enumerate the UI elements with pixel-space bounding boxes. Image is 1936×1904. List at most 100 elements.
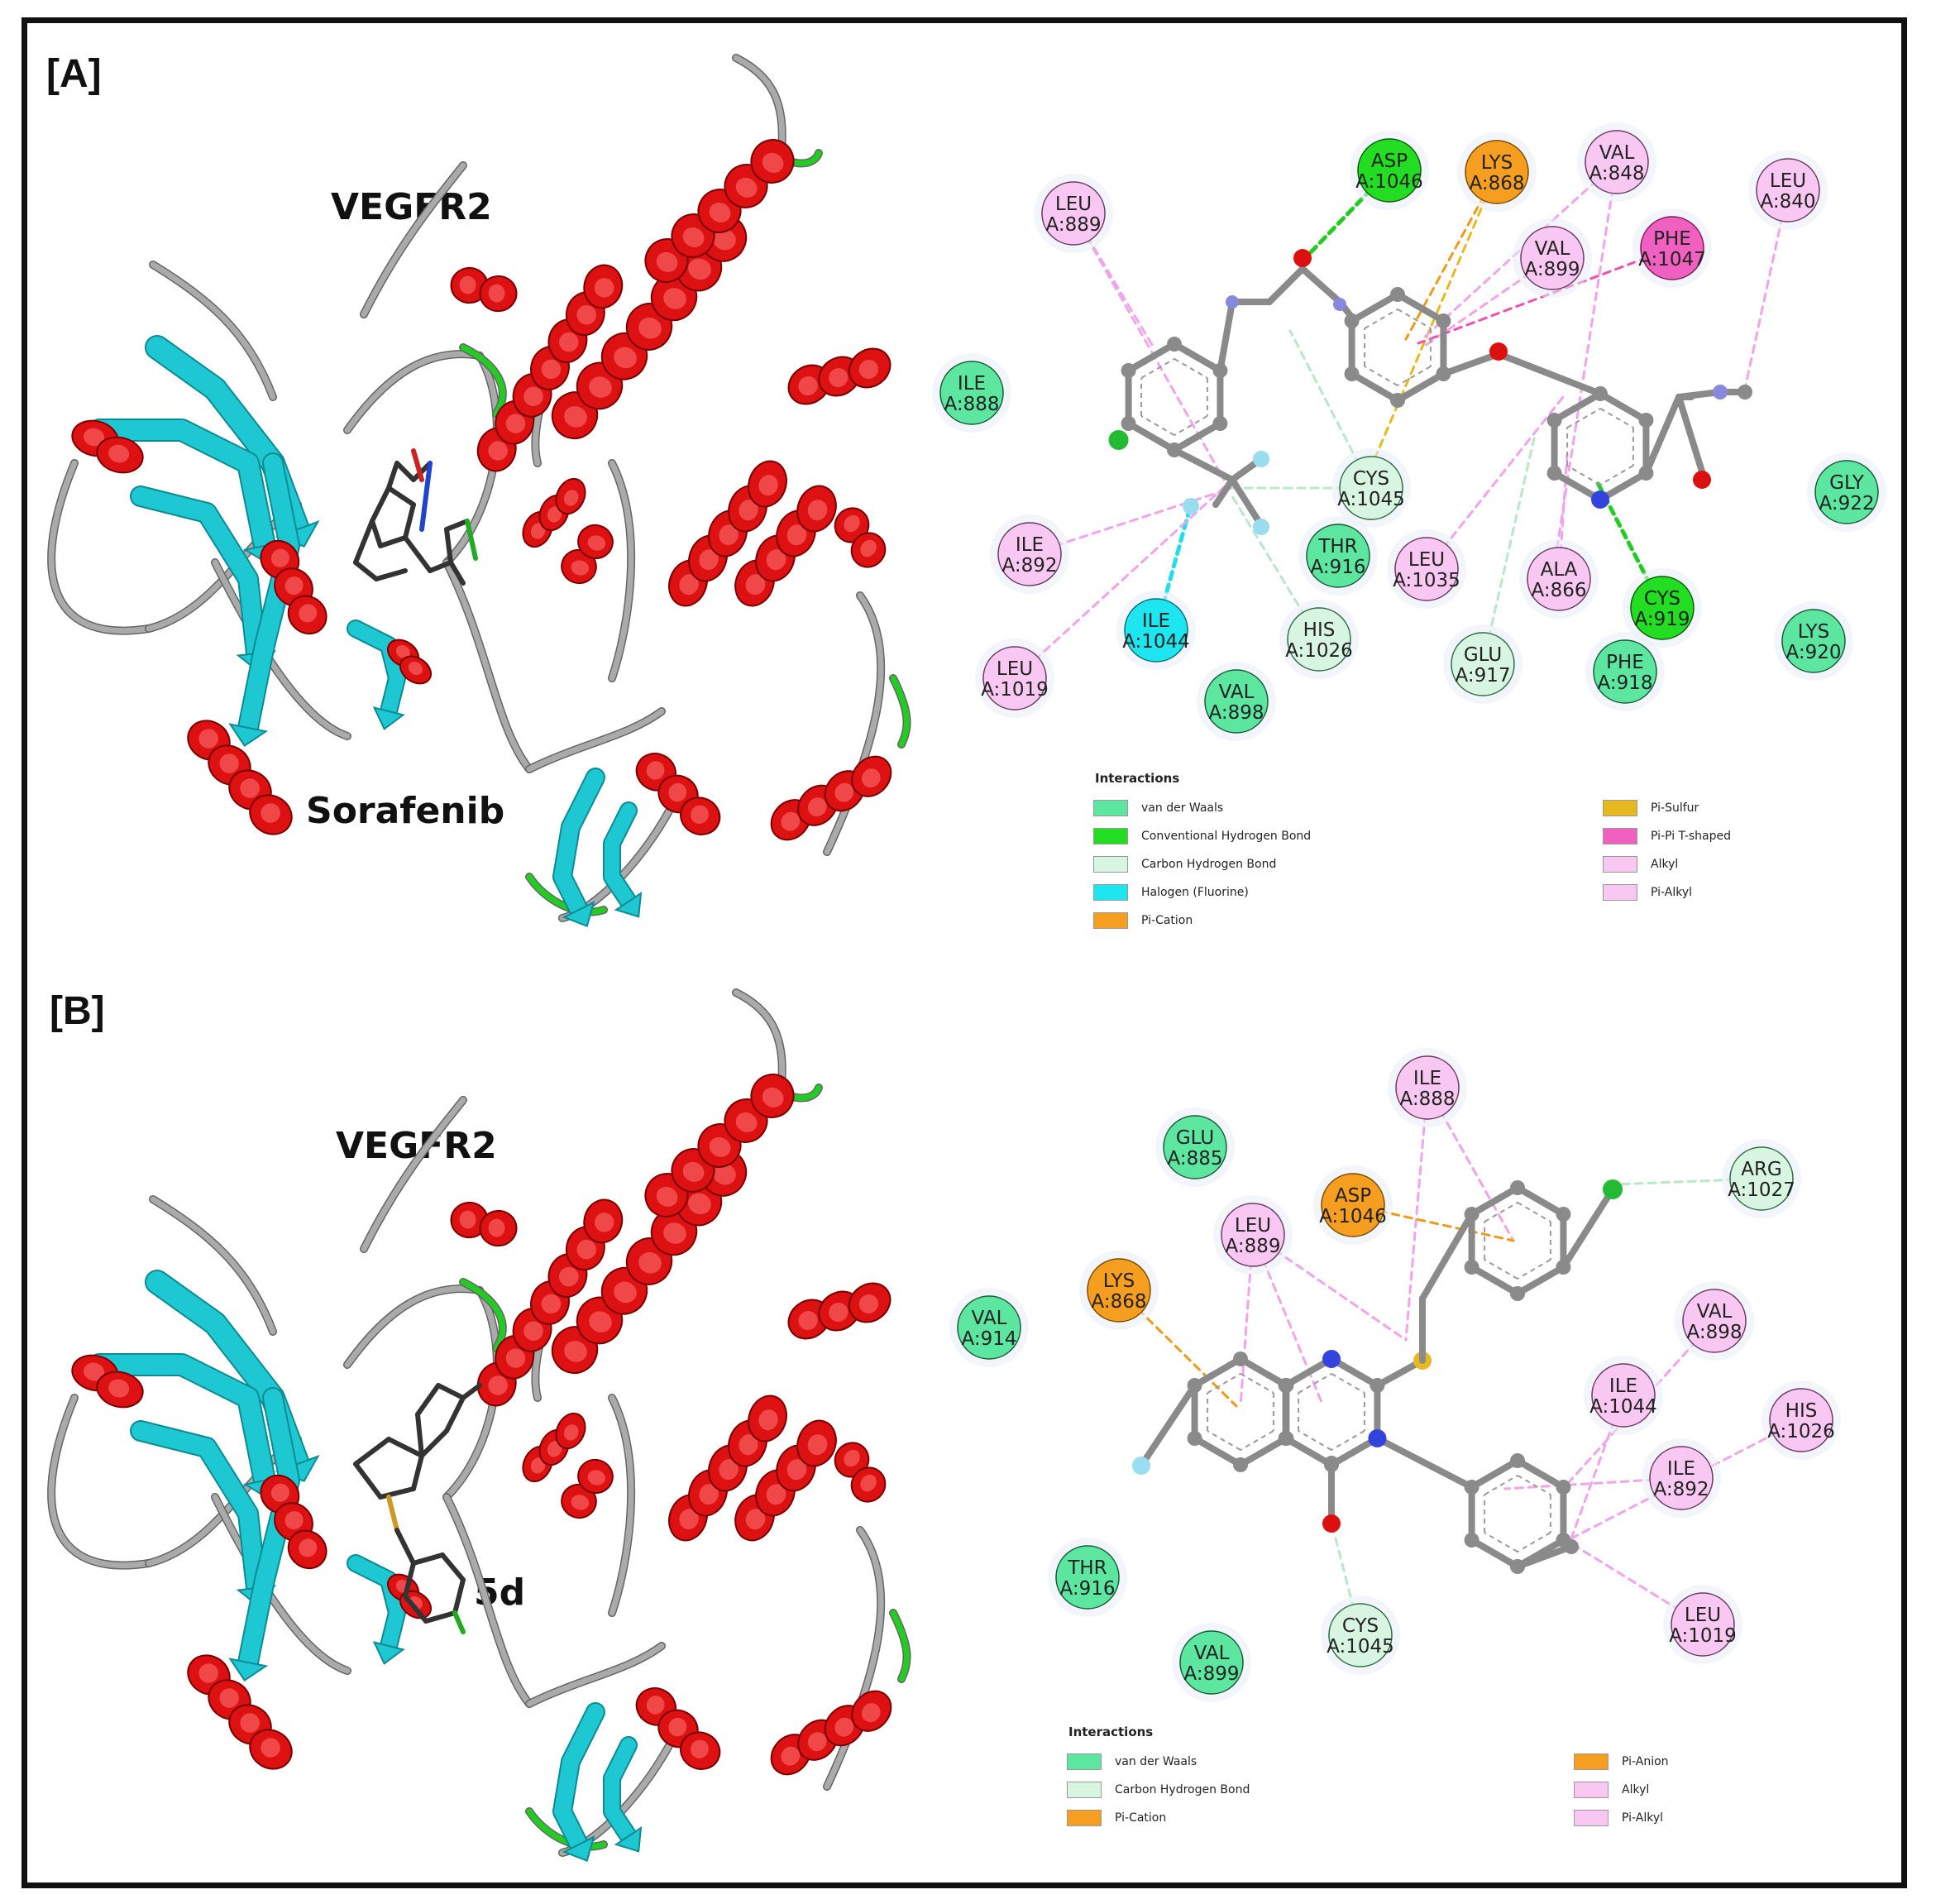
residue-name: LYS [1481, 152, 1513, 174]
ligand-bond [378, 535, 408, 548]
ligand-bond [1374, 1435, 1475, 1490]
aromatic-bond [1397, 366, 1432, 386]
ligand-bond [1171, 447, 1236, 483]
ligand-bond [386, 461, 399, 490]
helix-highlight [638, 317, 662, 339]
helix-highlight [735, 177, 758, 198]
sorafenib-ligand [353, 448, 478, 586]
residue-id: A:1045 [1337, 489, 1405, 510]
helix-highlight [786, 524, 807, 546]
legend-item: Alkyl [1603, 855, 1678, 873]
ligand-atom [1464, 1260, 1479, 1275]
residue-id: A:889 [1226, 1236, 1281, 1257]
ligand-bond [411, 1453, 424, 1491]
ligand-bond [452, 1610, 466, 1634]
ligand-bond [394, 1528, 416, 1566]
ligand-atom [1333, 298, 1346, 311]
legend-swatch [1093, 800, 1128, 816]
ligand-bond [444, 1395, 466, 1433]
ligand-atom [1564, 1539, 1579, 1554]
ligand-bond [1348, 371, 1401, 404]
ligand-bond [1468, 1184, 1521, 1218]
residue-name: GLU [1176, 1127, 1214, 1149]
sorafenib-2d-structure [1108, 249, 1752, 535]
ligand-atom [1121, 363, 1136, 378]
ligand-bond [1191, 1356, 1244, 1389]
ligand-bond [1282, 1435, 1335, 1468]
ligand-atom [1546, 413, 1562, 428]
ligand-atom [1693, 471, 1711, 489]
ligand-bond [419, 1428, 449, 1458]
legend-label: Conventional Hydrogen Bond [1141, 830, 1312, 843]
residue-node [1124, 598, 1188, 663]
legend-label: Pi-Alkyl [1622, 1811, 1664, 1825]
aromatic-bond [1517, 1259, 1551, 1280]
legend-item: Alkyl [1574, 1781, 1649, 1799]
residue-name: HIS [1785, 1400, 1818, 1422]
helix-highlight [547, 506, 562, 523]
residue-name: ILE [1142, 610, 1170, 632]
ligand-atom [1293, 249, 1312, 267]
helix-highlight [614, 1281, 637, 1304]
ligand-atom [1322, 1350, 1341, 1368]
helix-highlight [523, 386, 543, 407]
residue-id: A:840 [1761, 191, 1816, 213]
residue-node [1729, 1146, 1794, 1211]
helix-highlight [108, 444, 130, 463]
legend-item: Pi-Anion [1574, 1753, 1669, 1771]
residue-name: VAL [1194, 1643, 1230, 1664]
helix-highlight [709, 1136, 731, 1157]
helix-highlight [219, 1688, 239, 1708]
compound-5d-2d-structure [1132, 1179, 1623, 1574]
residue-name: PHE [1653, 228, 1691, 250]
beta-strand [554, 769, 604, 918]
legend-label: Alkyl [1651, 858, 1679, 871]
ligand-bond [1495, 351, 1604, 397]
loop [824, 592, 884, 855]
residue-node [1395, 1055, 1460, 1120]
strand-arrow [562, 901, 595, 928]
loop [526, 873, 607, 916]
ligand-atom [1510, 1180, 1525, 1195]
residue-name: ILE [1667, 1458, 1695, 1480]
strand-arrow [228, 1658, 269, 1682]
residue-node [1585, 130, 1649, 194]
helix-highlight [523, 1321, 543, 1342]
loop [609, 460, 634, 682]
residue-node [1394, 537, 1459, 601]
ligand-atom [1603, 1179, 1623, 1199]
helix-highlight [594, 1213, 614, 1232]
aromatic-bond [1517, 1532, 1551, 1552]
ligand-bond [1171, 420, 1224, 453]
legend-swatch [1603, 884, 1637, 901]
ligand-atom [1278, 1378, 1293, 1393]
ligand-atom [1510, 1453, 1525, 1468]
helix-highlight [781, 1746, 801, 1766]
helix-highlight [299, 1538, 318, 1557]
residue-id: A:889 [1046, 214, 1102, 236]
loop [526, 708, 665, 773]
helix-highlight [198, 729, 218, 749]
helix-highlight [576, 305, 597, 325]
aromatic-bond [1140, 415, 1175, 436]
ligand-atom [1344, 366, 1360, 381]
ligand-bond [1419, 1211, 1475, 1302]
legend-swatch [1574, 1782, 1609, 1798]
residue-name: GLY [1829, 472, 1865, 494]
helix-highlight [861, 1703, 881, 1723]
residue-node [1204, 669, 1269, 734]
ligand-bond [1266, 266, 1306, 305]
helix-highlight [84, 428, 105, 447]
ligand-bond [1514, 1264, 1567, 1297]
helix-highlight [564, 406, 587, 428]
protein-ribbon-a [47, 54, 911, 928]
aromatic-bond [1331, 1430, 1365, 1451]
ligand-bond [1125, 420, 1178, 453]
loop [824, 1527, 884, 1790]
